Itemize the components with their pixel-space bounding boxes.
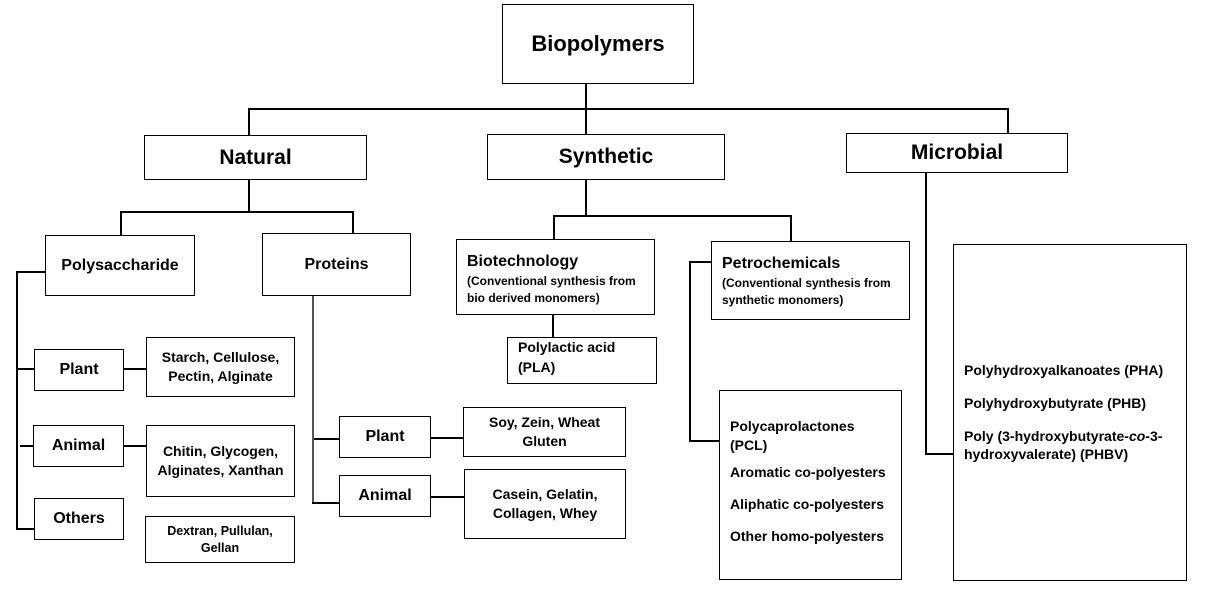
connector <box>689 261 712 263</box>
node-note: (Conventional synthesis from synthetic m… <box>722 275 891 307</box>
node-petrochemical-examples: Polycaprolactones (PCL) Aromatic co-poly… <box>719 390 902 580</box>
connector <box>120 211 353 213</box>
examples-text: Dextran, Pullulan, Gellan <box>167 523 273 555</box>
connector <box>585 108 587 135</box>
connector <box>585 179 587 215</box>
node-proteins-animal-examples: Casein, Gelatin, Collagen, Whey <box>464 469 626 539</box>
node-proteins: Proteins <box>262 233 411 296</box>
node-label: Others <box>53 510 105 527</box>
connector <box>925 172 927 454</box>
examples-text: Chitin, Glycogen, Alginates, Xanthan <box>157 443 284 478</box>
node-biotechnology: Biotechnology (Conventional synthesis fr… <box>456 239 655 315</box>
connector <box>553 215 791 217</box>
connector <box>553 215 555 239</box>
node-proteins-plant: Plant <box>339 416 431 458</box>
connector <box>123 368 147 370</box>
node-label: Animal <box>51 437 106 454</box>
connector <box>248 179 250 211</box>
node-label: Polysaccharide <box>61 256 179 274</box>
node-label: Petrochemicals <box>722 255 841 272</box>
example-line: Polyhydroxybutyrate (PHB) <box>964 394 1147 411</box>
node-label: Plant <box>59 361 99 378</box>
node-polysaccharide-animal-examples: Chitin, Glycogen, Alginates, Xanthan <box>146 425 295 497</box>
connector <box>689 440 720 442</box>
connector <box>16 271 18 529</box>
phbv-part: Poly (3-hydroxybutyrate- <box>964 427 1129 444</box>
node-label: Biopolymers <box>531 31 665 56</box>
example-line: Aliphatic co-polyesters <box>730 495 885 512</box>
node-proteins-plant-examples: Soy, Zein, Wheat Gluten <box>463 407 626 457</box>
connector <box>312 295 314 502</box>
node-polysaccharide-others-examples: Dextran, Pullulan, Gellan <box>145 516 295 563</box>
node-note: (Conventional synthesis from bio derived… <box>467 273 636 305</box>
node-label: Natural <box>219 145 292 169</box>
node-synthetic: Synthetic <box>487 134 725 180</box>
examples-text: Soy, Zein, Wheat Gluten <box>489 414 600 449</box>
example-line: Polylactic acid <box>518 339 616 355</box>
node-natural: Natural <box>144 135 367 180</box>
examples-text: Starch, Cellulose, Pectin, Alginate <box>161 349 280 384</box>
connector <box>16 271 46 273</box>
node-polysaccharide-plant-examples: Starch, Cellulose, Pectin, Alginate <box>146 337 295 397</box>
node-polysaccharide-others: Others <box>34 498 124 540</box>
connector <box>790 215 792 241</box>
node-label: Plant <box>365 428 405 445</box>
node-label: Animal <box>358 487 412 504</box>
node-proteins-animal: Animal <box>339 475 431 517</box>
connector <box>352 211 354 234</box>
connector <box>123 445 147 447</box>
example-line: Polyhydroxyalkanoates (PHA) <box>964 361 1164 378</box>
example-line: Polycaprolactones (PCL) <box>730 418 855 453</box>
connector <box>689 261 691 441</box>
node-polysaccharide-plant: Plant <box>34 349 124 391</box>
example-line: (PLA) <box>518 358 556 375</box>
node-polysaccharide: Polysaccharide <box>45 235 195 296</box>
connector <box>430 496 464 498</box>
node-microbial: Microbial <box>846 133 1068 173</box>
connector <box>430 437 463 439</box>
node-label: Proteins <box>304 255 369 273</box>
example-line-phbv: Poly (3-hydroxybutyrate-co-3-hydroxyvale… <box>964 427 1179 465</box>
connector <box>585 83 587 108</box>
connector <box>312 502 340 504</box>
root-node-biopolymers: Biopolymers <box>502 4 694 84</box>
connector <box>20 445 35 447</box>
connector <box>248 108 250 136</box>
node-pla: Polylactic acid (PLA) <box>507 337 657 384</box>
node-label: Biotechnology <box>467 253 579 270</box>
node-petrochemicals: Petrochemicals (Conventional synthesis f… <box>711 241 910 320</box>
connector <box>248 108 1008 110</box>
connector <box>1007 108 1009 133</box>
phbv-part: -3-hydroxyvalerate) (PHBV) <box>964 427 1163 463</box>
examples-text: Casein, Gelatin, Collagen, Whey <box>492 486 598 521</box>
connector <box>925 453 954 455</box>
node-polysaccharide-animal: Animal <box>33 425 124 467</box>
example-line: Other homo-polyesters <box>730 527 885 544</box>
node-label: Microbial <box>910 141 1004 164</box>
node-label: Synthetic <box>558 145 654 168</box>
connector <box>314 438 340 440</box>
example-line: Aromatic co-polyesters <box>730 463 886 480</box>
connector <box>552 314 554 338</box>
node-microbial-examples: Polyhydroxyalkanoates (PHA) Polyhydroxyb… <box>953 244 1187 581</box>
connector <box>16 368 35 370</box>
connector <box>16 528 35 530</box>
connector <box>120 211 122 235</box>
phbv-italic-part: co <box>1128 427 1146 444</box>
